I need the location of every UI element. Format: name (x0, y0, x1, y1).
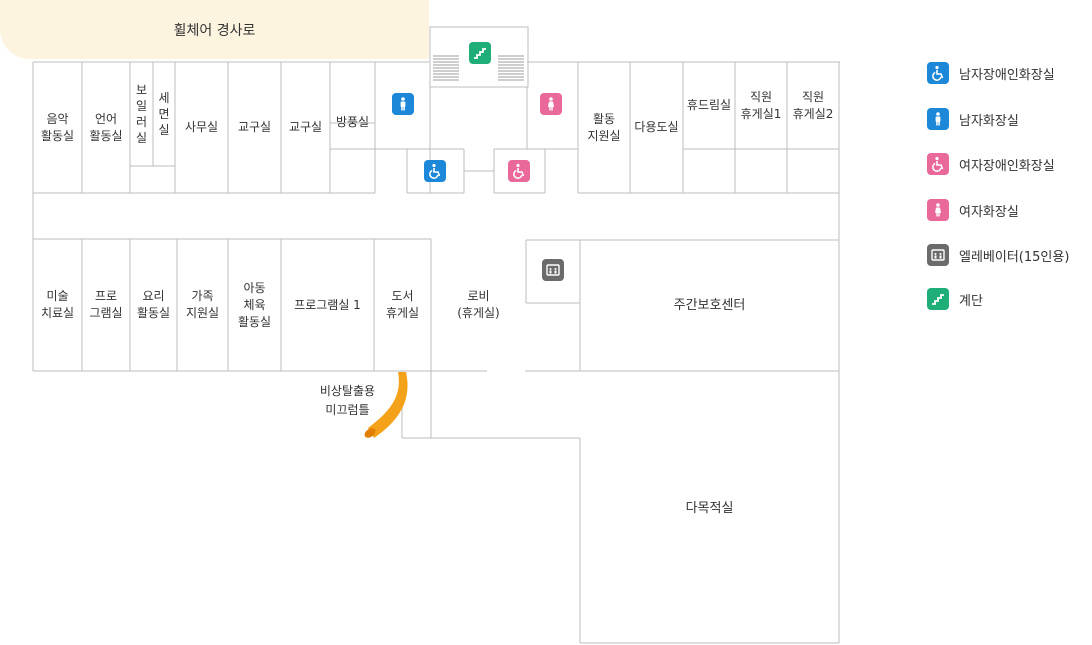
legend-label: 남자화장실 (959, 113, 1019, 129)
elevator-icon (927, 244, 949, 266)
escape-slide-label: 비상탈출용 미끄럼틀 (319, 384, 376, 417)
legend-label: 계단 (959, 293, 983, 309)
wheelchair-icon (424, 160, 446, 182)
wheelchair-ramp (0, 0, 429, 59)
legend-item-female-restroom: 여자화장실 (927, 199, 1019, 221)
legend-item-female-accessible-restroom: 여자장애인화장실 (927, 153, 1055, 175)
man-icon (927, 108, 949, 130)
stairs-icon (469, 42, 491, 64)
legend-item-elevator: 엘레베이터(15인용) (927, 244, 1069, 266)
elevator-icon (542, 259, 564, 281)
man-icon (392, 93, 414, 115)
wheelchair-icon (927, 153, 949, 175)
woman-icon (540, 93, 562, 115)
stairs-icon (927, 288, 949, 310)
legend-label: 여자화장실 (959, 204, 1019, 220)
escape-slide-icon (364, 372, 408, 438)
ramp-label: 휠체어 경사로 (173, 22, 256, 39)
legend-label: 남자장애인화장실 (959, 67, 1055, 83)
legend-label: 엘레베이터(15인용) (959, 249, 1070, 265)
legend-label: 여자장애인화장실 (959, 158, 1055, 174)
wheelchair-icon (508, 160, 530, 182)
legend-item-male-accessible-restroom: 남자장애인화장실 (927, 62, 1055, 84)
woman-icon (927, 199, 949, 221)
legend-item-male-restroom: 남자화장실 (927, 108, 1019, 130)
legend-item-stairs: 계단 (927, 288, 983, 310)
wheelchair-icon (927, 62, 949, 84)
